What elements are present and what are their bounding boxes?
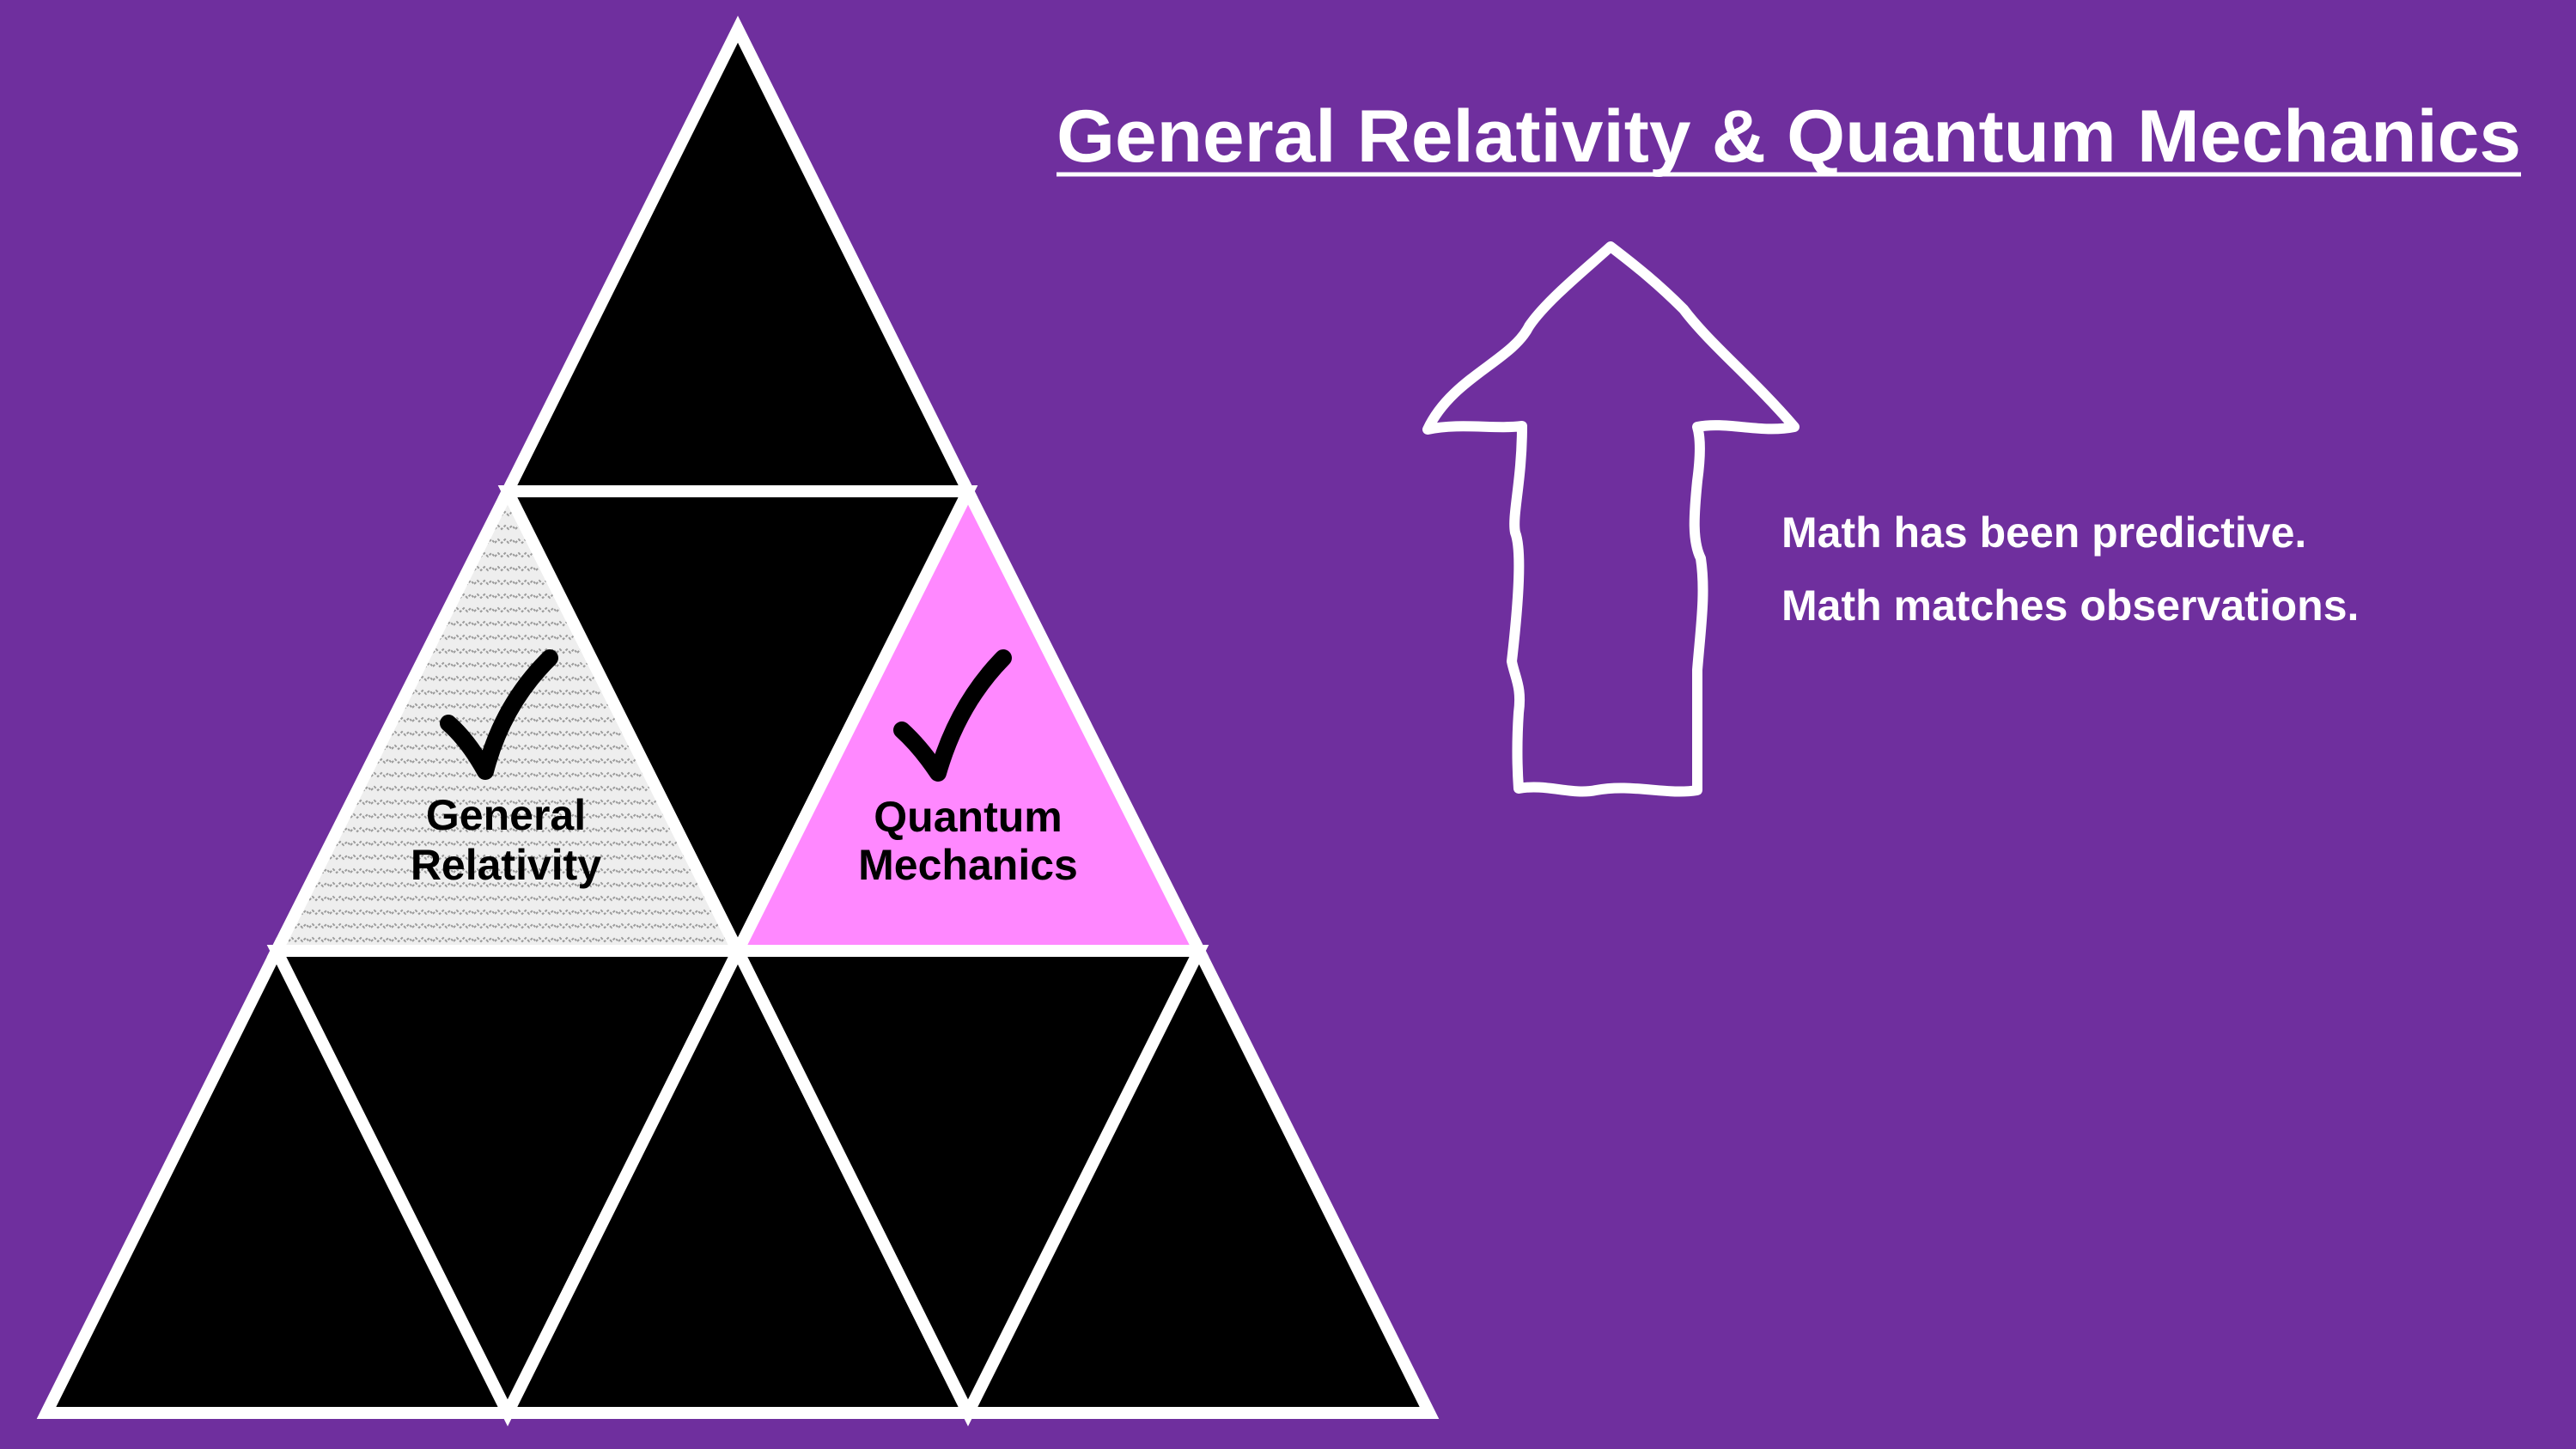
pyramid-bottom-triangle-5 (958, 937, 1440, 1419)
slide-title: General Relativity & Quantum Mechanics (1057, 95, 2521, 178)
quantum-mechanics-label-line2: Mechanics (858, 841, 1078, 889)
general-relativity-label-line2: Relativity (411, 841, 602, 889)
quantum-mechanics-label-line1: Quantum (874, 793, 1062, 841)
up-arrow-icon (1422, 241, 1800, 797)
note-predictive: Math has been predictive. (1781, 508, 2306, 557)
checkmark-icon (440, 649, 558, 780)
checkmark-icon (893, 649, 1012, 782)
note-observations: Math matches observations. (1781, 581, 2359, 630)
pyramid-top-triangle (497, 15, 978, 497)
general-relativity-label-line1: General (426, 791, 586, 839)
